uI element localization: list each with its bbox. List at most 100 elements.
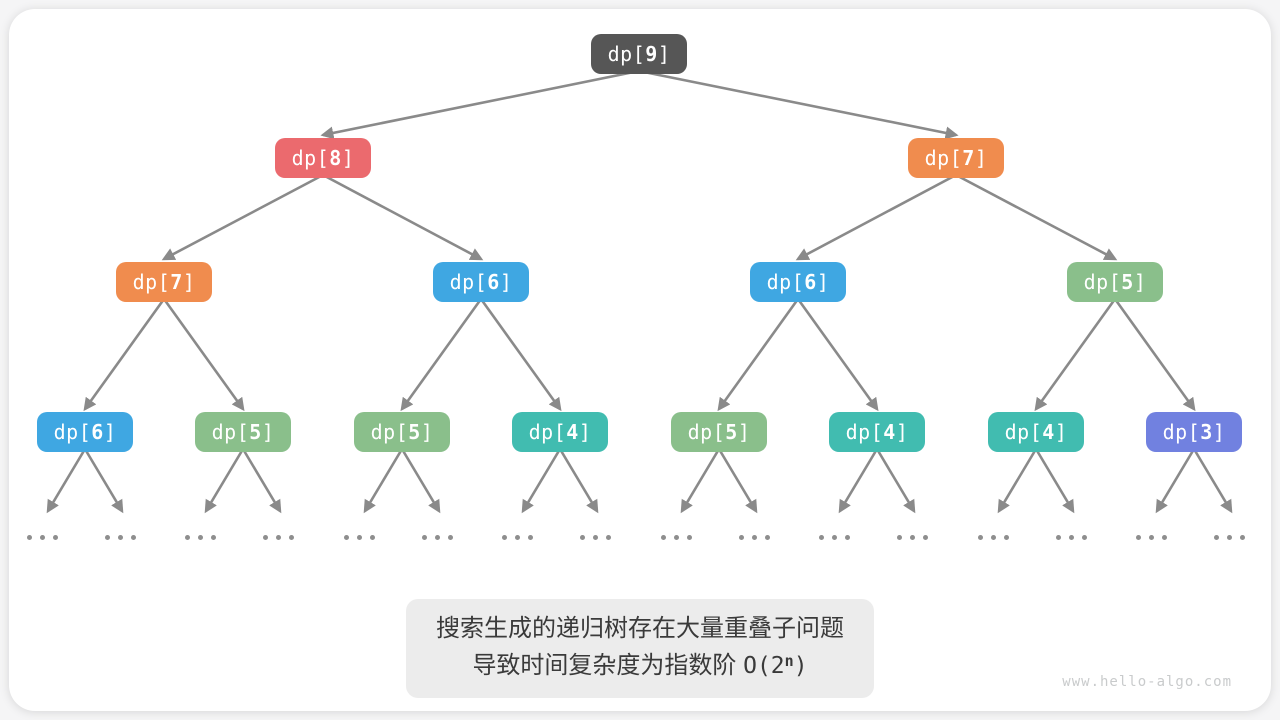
tree-node-dp6: dp[6] <box>750 262 846 302</box>
ellipsis-dot <box>131 535 136 540</box>
node-label: dp[ <box>607 42 646 66</box>
ellipsis-dot <box>1069 535 1074 540</box>
caption-line2: 导致时间复杂度为指数阶 O(2n) <box>436 647 844 685</box>
ellipsis-dot <box>502 535 507 540</box>
ellipsis-dot <box>1227 535 1232 540</box>
ellipsis-dot <box>1004 535 1009 540</box>
tree-node-dp6: dp[6] <box>433 262 529 302</box>
node-label: dp[ <box>766 270 805 294</box>
tree-node-dp4: dp[4] <box>512 412 608 452</box>
node-label: ] <box>657 42 671 66</box>
tree-node-dp4: dp[4] <box>829 412 925 452</box>
node-label: dp[ <box>370 420 409 444</box>
caption-box: 搜索生成的递归树存在大量重叠子问题 导致时间复杂度为指数阶 O(2n) <box>406 599 874 698</box>
ellipsis-dot <box>344 535 349 540</box>
node-label: ] <box>1212 420 1226 444</box>
tree-node-dp8: dp[8] <box>275 138 371 178</box>
ellipsis-dot <box>1162 535 1167 540</box>
ellipsis-dot <box>978 535 983 540</box>
ellipsis-dot <box>276 535 281 540</box>
ellipsis-leaf <box>819 535 850 540</box>
ellipsis-dot <box>739 535 744 540</box>
caption-line2-text: 导致时间复杂度为指数阶 <box>472 652 744 680</box>
node-label: 6 <box>804 270 817 294</box>
tree-node-dp5: dp[5] <box>195 412 291 452</box>
ellipsis-dot <box>370 535 375 540</box>
ellipsis-dot <box>832 535 837 540</box>
ellipsis-dot <box>1056 535 1061 540</box>
node-label: 6 <box>91 420 104 444</box>
ellipsis-dot <box>263 535 268 540</box>
ellipsis-dot <box>448 535 453 540</box>
node-label: ] <box>578 420 592 444</box>
node-label: ] <box>737 420 751 444</box>
tree-node-dp5: dp[5] <box>1067 262 1163 302</box>
ellipsis-dot <box>528 535 533 540</box>
ellipsis-leaf <box>897 535 928 540</box>
node-label: dp[ <box>924 146 963 170</box>
ellipsis-dot <box>185 535 190 540</box>
node-label: 7 <box>170 270 183 294</box>
node-label: dp[ <box>449 270 488 294</box>
tree-node-dp4: dp[4] <box>988 412 1084 452</box>
tree-node-dp9: dp[9] <box>591 34 687 74</box>
tree-node-dp5: dp[5] <box>354 412 450 452</box>
ellipsis-dot <box>198 535 203 540</box>
ellipsis-dot <box>845 535 850 540</box>
node-label: dp[ <box>1083 270 1122 294</box>
ellipsis-dot <box>27 535 32 540</box>
ellipsis-dot <box>687 535 692 540</box>
node-label: 9 <box>645 42 658 66</box>
node-label: 5 <box>725 420 738 444</box>
complexity-formula: O(2n) <box>743 652 808 680</box>
node-label: dp[ <box>211 420 250 444</box>
tree-node-dp5: dp[5] <box>671 412 767 452</box>
ellipsis-leaf <box>1214 535 1245 540</box>
ellipsis-dot <box>1240 535 1245 540</box>
ellipsis-dot <box>53 535 58 540</box>
ellipsis-dot <box>923 535 928 540</box>
ellipsis-dot <box>289 535 294 540</box>
ellipsis-dot <box>105 535 110 540</box>
ellipsis-leaf <box>344 535 375 540</box>
node-label: dp[ <box>528 420 567 444</box>
tree-node-dp7: dp[7] <box>908 138 1004 178</box>
ellipsis-leaf <box>105 535 136 540</box>
node-label: 5 <box>408 420 421 444</box>
formula-exponent: n <box>784 652 794 671</box>
ellipsis-dot <box>897 535 902 540</box>
ellipsis-dot <box>211 535 216 540</box>
ellipsis-dot <box>1149 535 1154 540</box>
node-label: dp[ <box>1162 420 1201 444</box>
ellipsis-leaf <box>422 535 453 540</box>
ellipsis-dot <box>674 535 679 540</box>
tree-node-dp3: dp[3] <box>1146 412 1242 452</box>
node-label: ] <box>1054 420 1068 444</box>
node-label: 7 <box>962 146 975 170</box>
node-label: 6 <box>487 270 500 294</box>
node-label: ] <box>420 420 434 444</box>
node-label: ] <box>895 420 909 444</box>
node-label: 3 <box>1200 420 1213 444</box>
node-label: dp[ <box>687 420 726 444</box>
node-label: dp[ <box>291 146 330 170</box>
ellipsis-dot <box>118 535 123 540</box>
watermark: www.hello-algo.com <box>1062 674 1232 690</box>
tree-node-dp6: dp[6] <box>37 412 133 452</box>
ellipsis-leaf <box>739 535 770 540</box>
ellipsis-leaf <box>661 535 692 540</box>
ellipsis-dot <box>765 535 770 540</box>
node-label: dp[ <box>845 420 884 444</box>
ellipsis-dot <box>910 535 915 540</box>
caption-line1: 搜索生成的递归树存在大量重叠子问题 <box>436 615 844 642</box>
node-label: ] <box>499 270 513 294</box>
ellipsis-leaf <box>502 535 533 540</box>
ellipsis-leaf <box>978 535 1009 540</box>
ellipsis-dot <box>40 535 45 540</box>
ellipsis-dot <box>593 535 598 540</box>
ellipsis-dot <box>606 535 611 540</box>
ellipsis-dot <box>580 535 585 540</box>
ellipsis-dot <box>1136 535 1141 540</box>
ellipsis-leaf <box>185 535 216 540</box>
